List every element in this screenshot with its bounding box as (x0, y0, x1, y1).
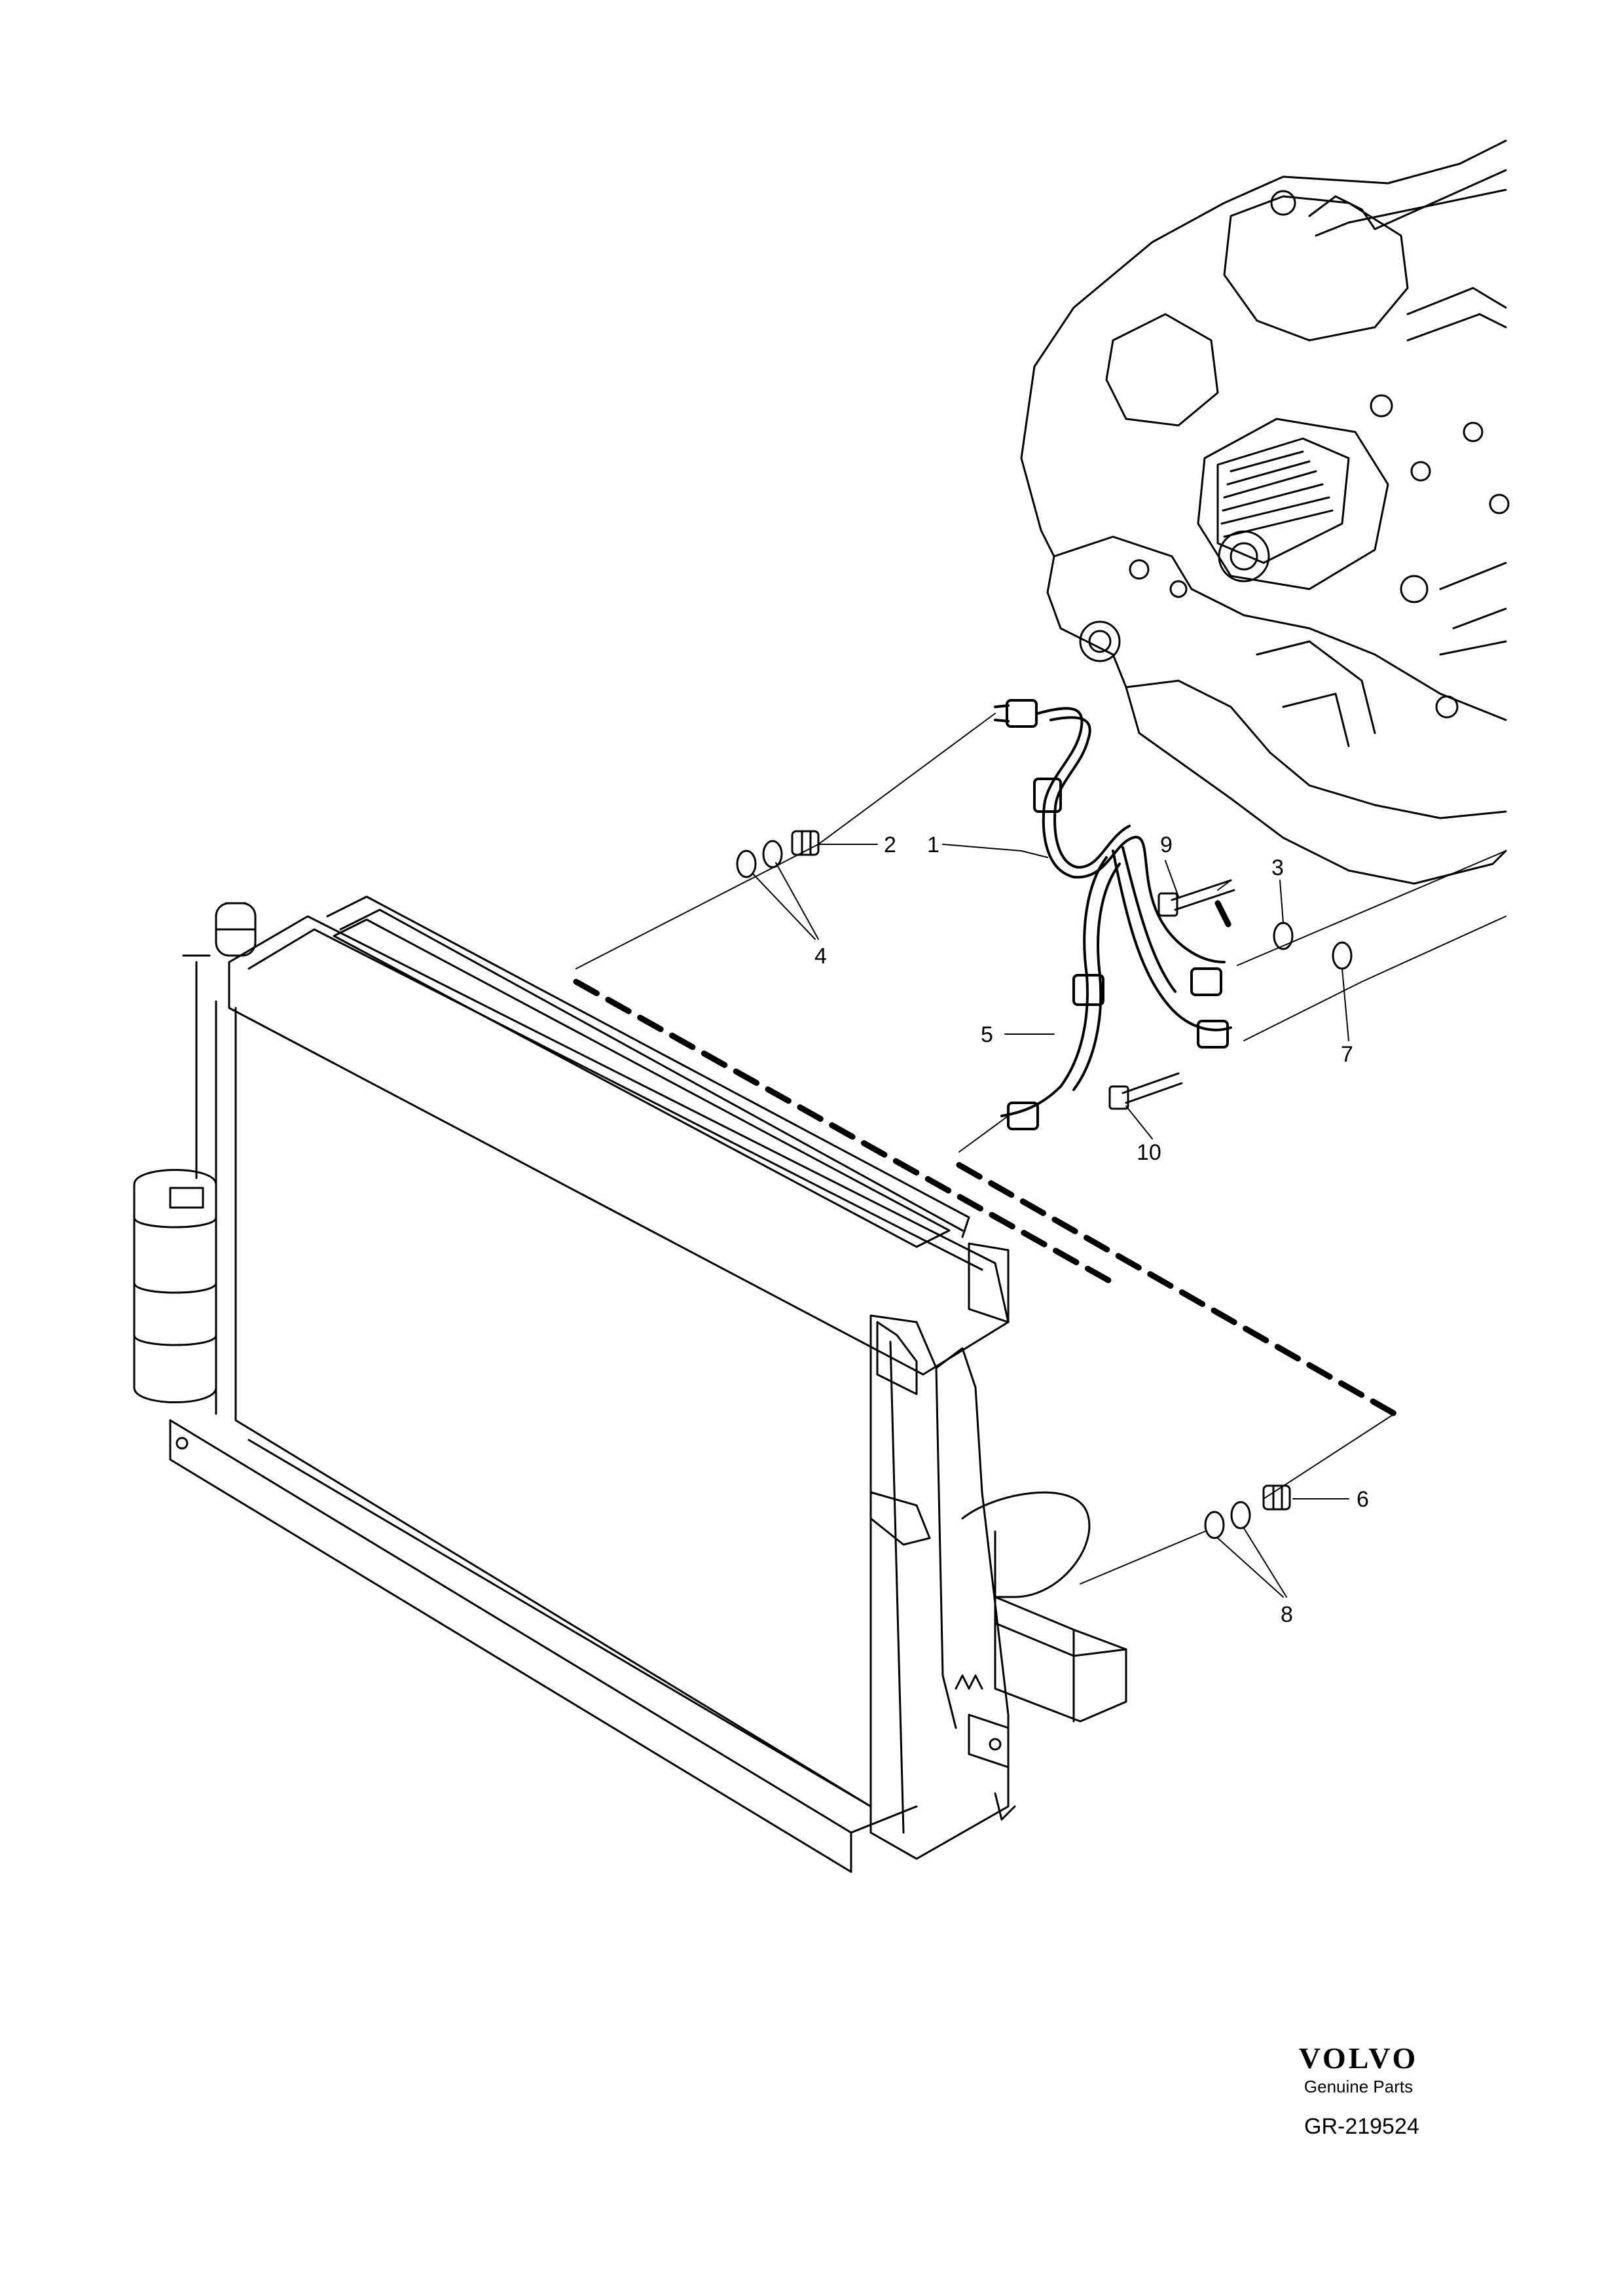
volvo-logo: VOLVO (1298, 2041, 1419, 2075)
o-rings-8 (1204, 1501, 1251, 1539)
callout-1: 1 (927, 833, 939, 857)
callout-2: 2 (884, 833, 896, 857)
radiator-assembly (133, 895, 1127, 1873)
brand-block: VOLVO Genuine Parts (1280, 2041, 1437, 2097)
oil-cooler-hose-5 (1000, 846, 1232, 1130)
callout-10: 10 (1137, 1140, 1161, 1165)
bolt-9 (1158, 879, 1235, 917)
o-rings-4 (736, 840, 783, 878)
brand-tagline: Genuine Parts (1304, 2077, 1413, 2096)
oil-cooler-hose-1 (994, 699, 1226, 963)
transmission-housing (1020, 139, 1510, 885)
dashed-routing-lines (573, 900, 1398, 1417)
diagram-reference: GR-219524 (1304, 2114, 1419, 2139)
connector-2 (791, 830, 820, 856)
callout-8: 8 (1281, 1602, 1293, 1627)
callout-3: 3 (1271, 855, 1284, 880)
alignment-lines (575, 713, 1506, 1585)
connector-6 (1262, 1484, 1291, 1511)
callout-leaders (752, 844, 1349, 1598)
bolt-10 (1108, 1072, 1183, 1110)
callout-9: 9 (1160, 833, 1173, 857)
o-ring-3 (1273, 922, 1294, 950)
o-ring-7 (1332, 941, 1353, 970)
callout-4: 4 (814, 944, 827, 969)
callout-6: 6 (1357, 1487, 1369, 1512)
callout-5: 5 (981, 1022, 993, 1047)
callout-7: 7 (1341, 1042, 1353, 1067)
callout-labels: 1 2 3 4 5 6 7 8 9 10 (814, 833, 1369, 1627)
